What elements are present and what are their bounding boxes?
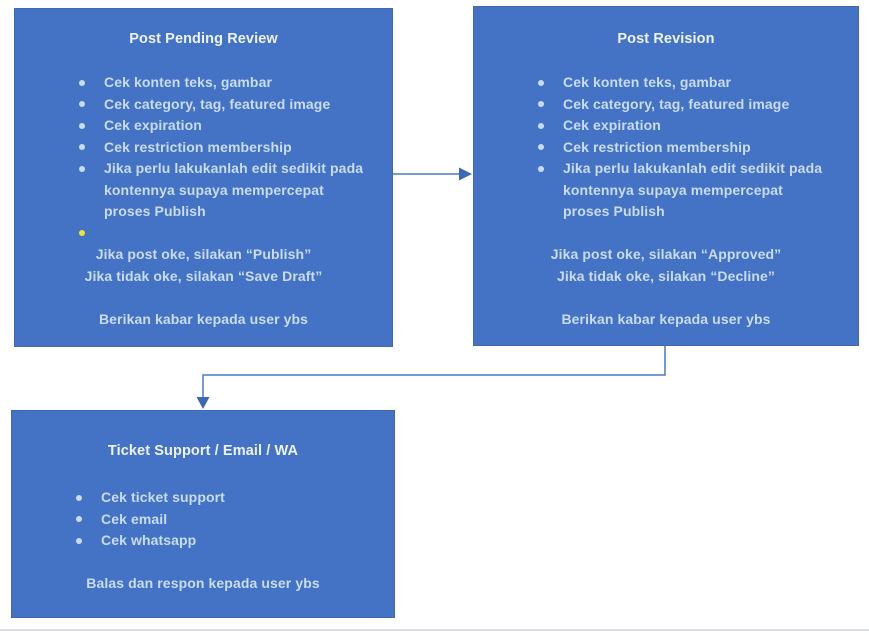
checklist: Cek ticket support Cek email Cek whatsap… (12, 487, 394, 552)
checklist-item: Cek expiration (538, 115, 846, 137)
checklist-item: Cek konten teks, gambar (538, 72, 846, 94)
checklist-item: Cek ticket support (76, 487, 382, 509)
page-bottom-divider (0, 629, 869, 631)
checklist-item: Cek restriction membership (538, 137, 846, 159)
checklist-item: Cek category, tag, featured image (538, 94, 846, 116)
arrow-revision-to-ticket (196, 346, 666, 409)
flow-box-post-pending-review: Post Pending Review Cek konten teks, gam… (14, 8, 393, 347)
checklist-item: Cek email (76, 509, 382, 531)
decision-line: Jika post oke, silakan “Approved” (550, 246, 782, 262)
flow-box-ticket-support: Ticket Support / Email / WA Cek ticket s… (11, 410, 395, 618)
box-title: Post Revision (617, 31, 715, 47)
decision-line: Jika post oke, silakan “Publish” (95, 246, 312, 262)
checklist-item: Cek restriction membership (79, 137, 380, 159)
checklist-item: Jika perlu lakukanlah edit sedikit pada … (79, 158, 380, 223)
box-footer-note: Berikan kabar kepada user ybs (98, 310, 309, 327)
checklist: Cek konten teks, gambar Cek category, ta… (15, 72, 392, 244)
checklist-item: Cek konten teks, gambar (79, 72, 380, 94)
checklist: Cek konten teks, gambar Cek category, ta… (474, 72, 858, 223)
checklist-item: Cek category, tag, featured image (79, 94, 380, 116)
flow-box-post-revision: Post Revision Cek konten teks, gambar Ce… (473, 6, 859, 346)
arrow-pending-to-revision (393, 167, 472, 181)
decision-line: Jika tidak oke, silakan “Decline” (556, 267, 776, 284)
decision-line: Jika tidak oke, silakan “Save Draft” (84, 267, 323, 284)
box-title: Post Pending Review (129, 31, 278, 47)
checklist-item: Cek whatsapp (76, 530, 382, 552)
checklist-item: Jika perlu lakukanlah edit sedikit pada … (538, 158, 846, 223)
box-title: Ticket Support / Email / WA (107, 443, 299, 459)
box-footer-note: Berikan kabar kepada user ybs (561, 310, 771, 327)
box-footer-note: Balas dan respon kepada user ybs (86, 575, 320, 591)
checklist-item: Cek expiration (79, 115, 380, 137)
empty-yellow-bullet (79, 223, 380, 245)
